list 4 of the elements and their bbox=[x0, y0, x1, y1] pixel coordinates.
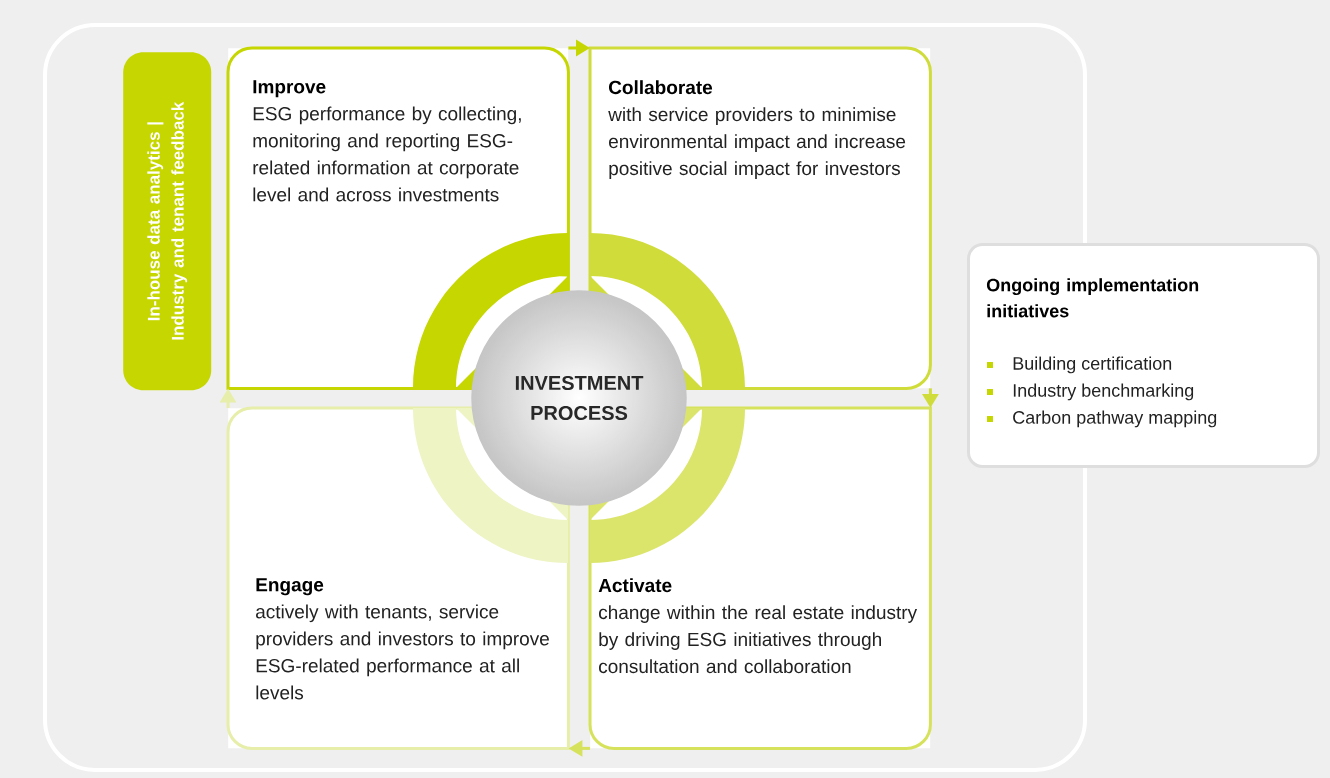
side-label-bar: In-house data analytics | Industry and tenant feedback bbox=[123, 52, 212, 391]
bullet-item: Carbon pathway mapping bbox=[987, 410, 1217, 428]
bullet-item: Building certification bbox=[987, 356, 1172, 374]
bullet-item: Industry benchmarking bbox=[987, 383, 1194, 401]
